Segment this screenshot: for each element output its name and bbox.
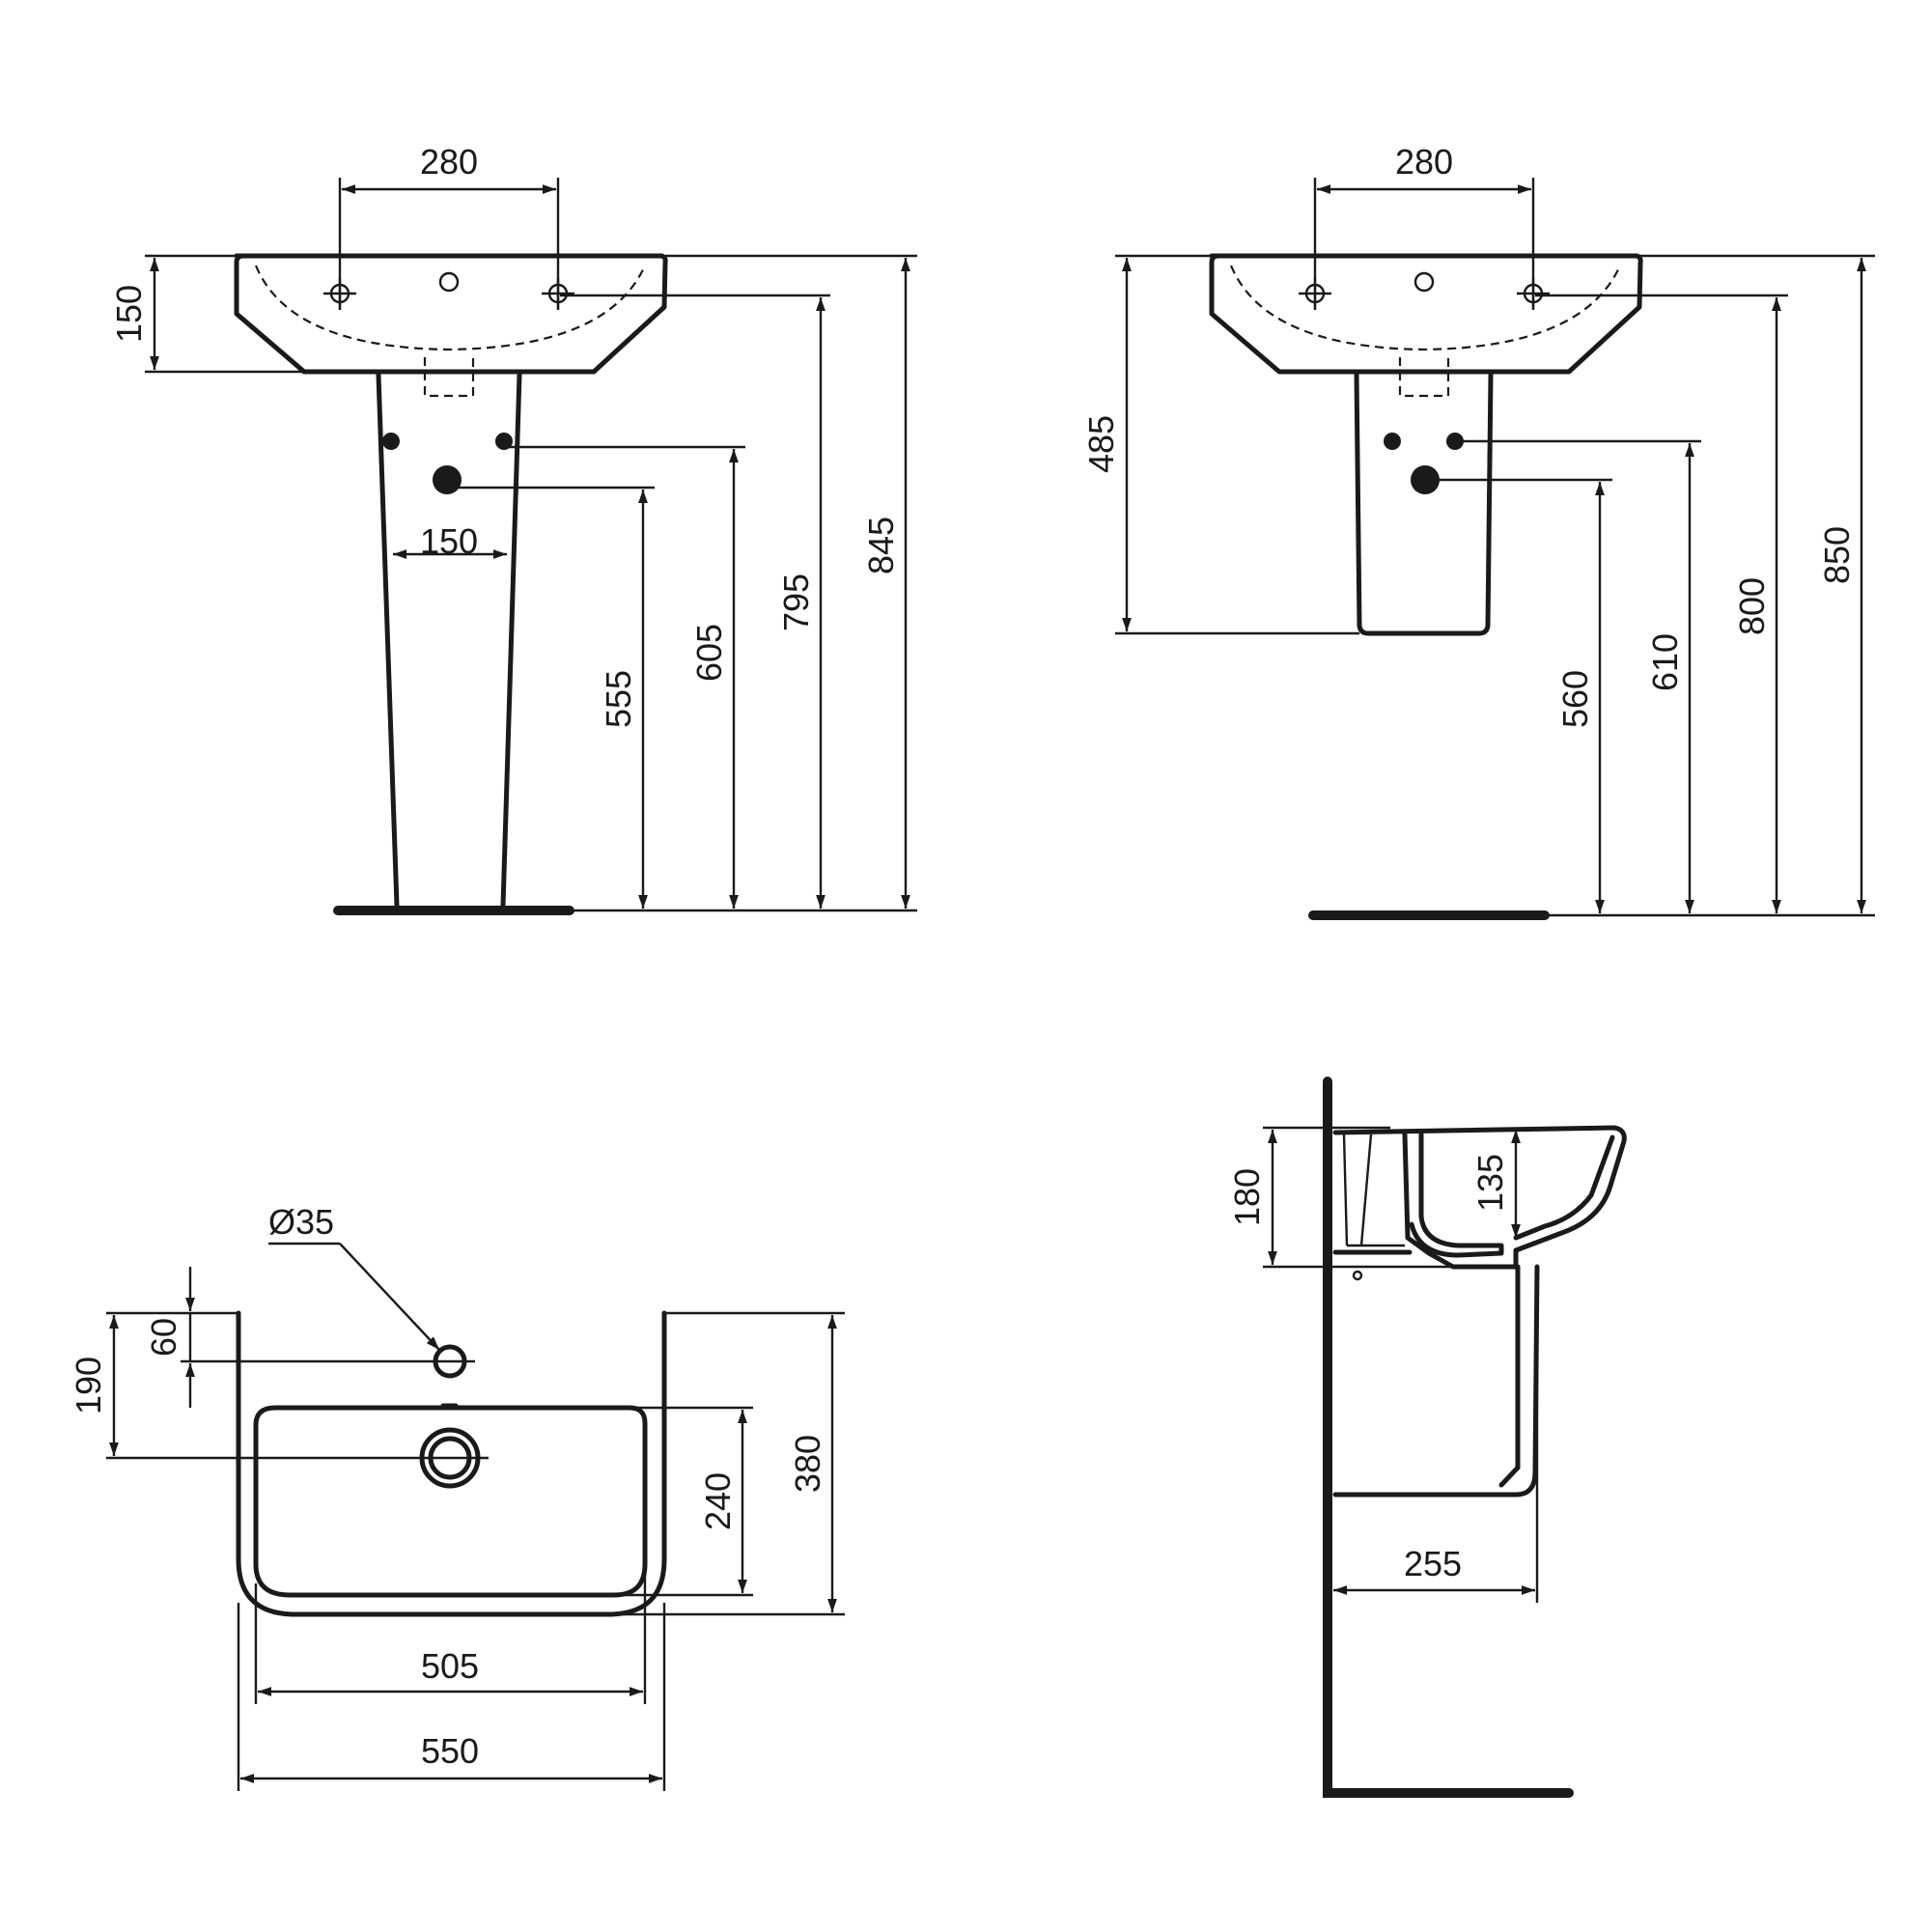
dim-overall-width: 550 [421,1731,479,1771]
fixing-point-icon [1352,1270,1363,1281]
dim-overall-depth: 380 [788,1435,827,1493]
wall-and-floor [1323,1077,1574,1798]
basin-plan-outline [236,1310,667,1617]
waste-hidden-line [1398,357,1450,398]
dim-rim-height: 850 [1817,526,1857,584]
overflow-channel [1342,1134,1405,1247]
view-side: 180 135 255 [1227,1077,1627,1798]
view-pedestal-front: 280 150 150 555 605 795 845 [109,142,917,915]
basin-bowl-hidden-line [1229,265,1622,351]
dim-waste-height: 560 [1555,670,1595,728]
dim-bowl-depth: 240 [698,1472,738,1530]
supply-left-icon [382,433,400,450]
dim-bowl-width: 505 [421,1646,479,1686]
supply-right-icon [495,433,513,450]
dim-basin-depth: 150 [109,285,149,343]
bowl-plan-outline [253,1405,648,1598]
tap-hole-center [1413,271,1435,293]
dim-supply-height: 610 [1645,633,1685,691]
dim-tap-height: 795 [776,574,816,631]
waste-hidden-line [423,357,475,398]
dim-tap-spacing: 280 [420,142,478,182]
dim-projection: 255 [1404,1544,1462,1583]
view-plan: Ø35 60 190 240 380 505 550 [69,1202,845,1791]
tap-hole-center [438,271,460,293]
view-semi-pedestal-front: 280 485 560 610 800 850 [1081,142,1875,920]
basin-outline [1209,253,1643,375]
dim-supply-spacing: 150 [420,521,478,561]
dim-rim-height: 845 [861,517,901,574]
bowl-inner-line [1409,1132,1504,1258]
dim-tap-hole-diameter: Ø35 [268,1202,334,1242]
bowl-inner-curve [1513,1134,1615,1241]
dim-tap-spacing: 280 [1395,142,1453,182]
dim-waste-height: 555 [599,670,638,728]
dim-bowl-depth: 135 [1470,1154,1510,1212]
supply-left-icon [1384,433,1401,450]
basin-bowl-hidden-line [254,265,647,351]
dim-overall-height: 180 [1227,1168,1267,1226]
pedestal-outline [376,372,522,909]
waste-outlet-icon [433,465,462,494]
dim-waste-offset: 190 [69,1357,108,1414]
dim-rim-to-pedestal-bottom: 485 [1081,415,1121,473]
dim-supply-height: 605 [689,624,729,682]
basin-side-outline [1332,1125,1627,1270]
semi-pedestal-side-outline [1332,1249,1540,1498]
dim-tap-height: 800 [1732,577,1772,635]
dim-tap-hole-offset: 60 [144,1318,183,1357]
semi-pedestal-outline [1354,372,1494,636]
basin-outline [234,253,668,375]
